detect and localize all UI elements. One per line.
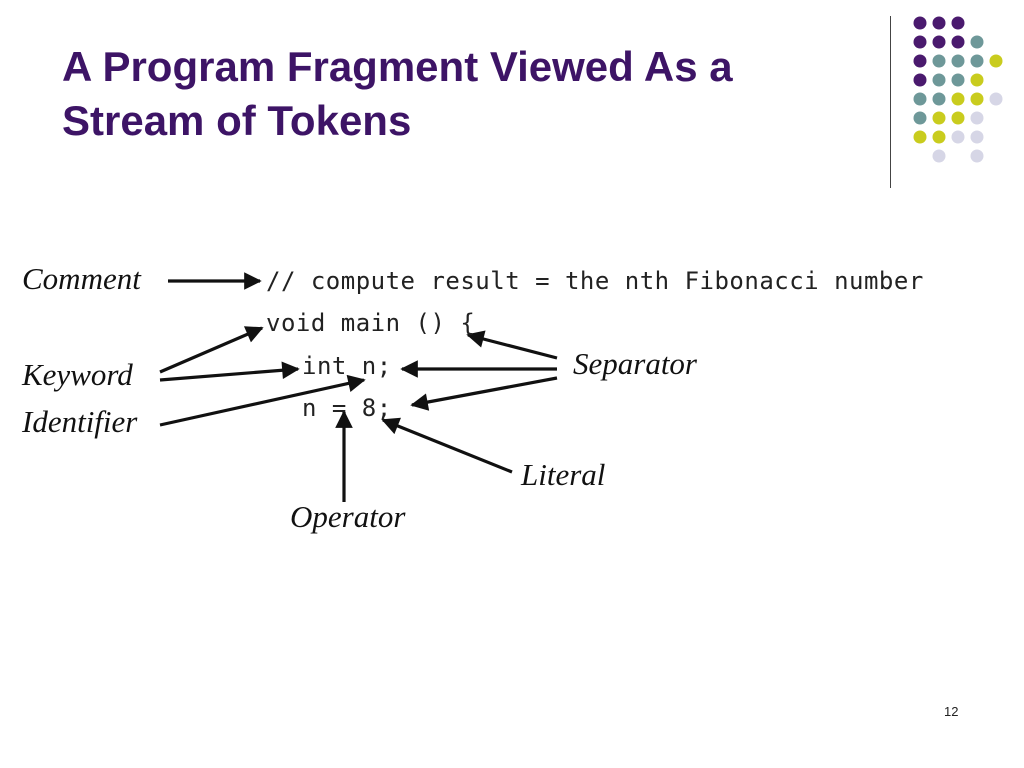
label-operator: Operator xyxy=(290,499,406,534)
slide-title-line-2: Stream of Tokens xyxy=(62,97,412,144)
vertical-divider xyxy=(890,16,891,188)
code-line-comment: // compute result = the nth Fibonacci nu… xyxy=(266,267,924,295)
arrow-identifier xyxy=(159,374,366,427)
label-separator: Separator xyxy=(573,346,697,381)
label-keyword: Keyword xyxy=(22,357,133,392)
arrow-keyword-int xyxy=(159,361,300,382)
slide-title: A Program Fragment Viewed As a Stream of… xyxy=(62,40,882,148)
arrow-keyword-void xyxy=(159,326,264,374)
label-literal: Literal xyxy=(521,457,606,492)
code-line-declaration: int n; xyxy=(302,352,392,380)
code-line-assignment: n = 8; xyxy=(302,394,392,422)
arrow-literal xyxy=(381,417,513,474)
arrow-separator-semicolon-2 xyxy=(410,376,558,411)
code-line-main: void main () { xyxy=(266,309,476,337)
slide-title-line-1: A Program Fragment Viewed As a xyxy=(62,43,733,90)
label-comment: Comment xyxy=(22,261,141,296)
label-identifier: Identifier xyxy=(22,404,138,439)
slide-number: 12 xyxy=(944,704,959,719)
arrow-separator-brace xyxy=(466,330,558,360)
